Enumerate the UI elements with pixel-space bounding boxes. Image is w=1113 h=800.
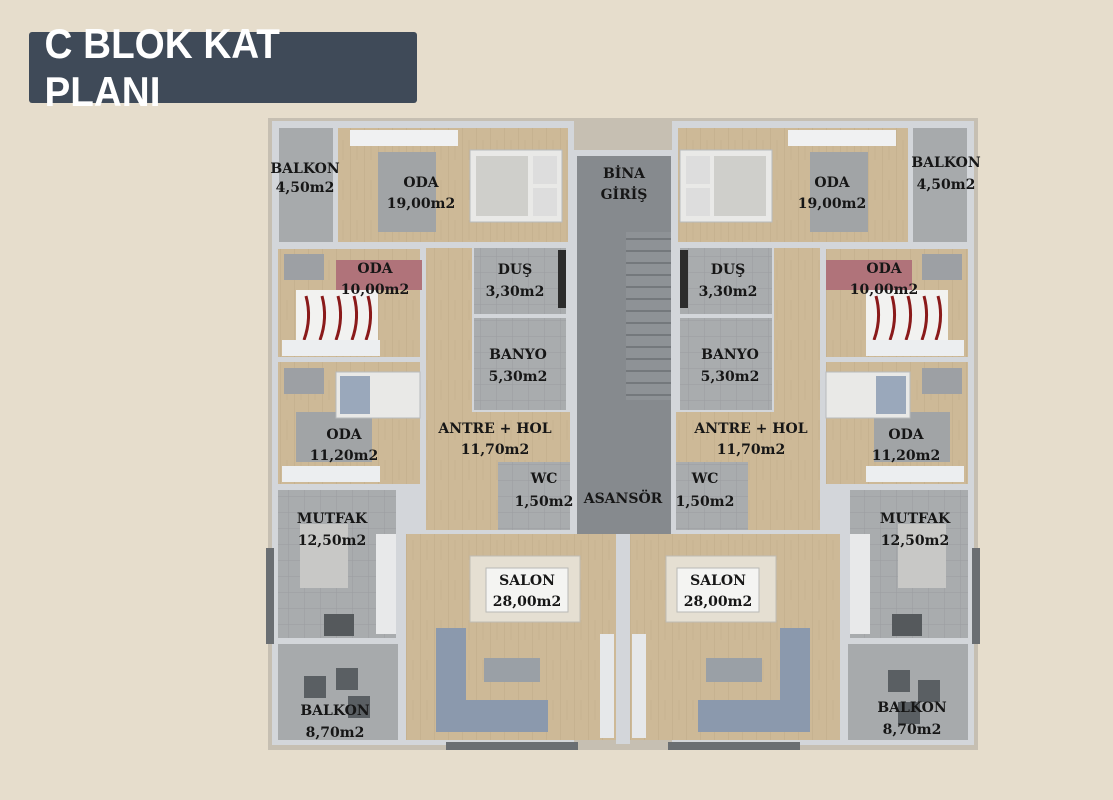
right-salon-name: SALON <box>690 573 746 589</box>
left-oda-mid-name: ODA <box>326 427 362 443</box>
right-oda-large-name: ODA <box>814 175 850 191</box>
left-antre-area: 11,70m2 <box>461 442 529 458</box>
left-oda-large-name: ODA <box>403 175 439 191</box>
right-oda-mid-name: ODA <box>888 427 924 443</box>
entrance-label-line2: GİRİŞ <box>601 184 648 203</box>
right-salon-area: 28,00m2 <box>684 594 752 610</box>
right-mutfak-name: MUTFAK <box>880 511 951 527</box>
left-mutfak-area: 12,50m2 <box>298 533 366 549</box>
entrance-label-line1: BİNA <box>603 163 646 182</box>
left-balkon-top-area: 4,50m2 <box>276 180 335 196</box>
right-balkon-top-area: 4,50m2 <box>917 177 976 193</box>
right-banyo-name: BANYO <box>701 347 759 363</box>
left-banyo-area: 5,30m2 <box>489 369 548 385</box>
left-balkon-top-name: BALKON <box>270 161 340 177</box>
left-oda-small-area: 10,00m2 <box>341 282 409 298</box>
right-unit <box>630 121 980 750</box>
right-wc-area: 1,50m2 <box>676 494 735 510</box>
right-oda-small-name: ODA <box>866 261 902 277</box>
left-salon-name: SALON <box>499 573 555 589</box>
right-wc-name: WC <box>691 471 719 487</box>
left-mutfak-name: MUTFAK <box>297 511 368 527</box>
right-antre-area: 11,70m2 <box>717 442 785 458</box>
left-unit <box>266 121 616 750</box>
left-oda-large-area: 19,00m2 <box>387 196 455 212</box>
right-oda-mid-area: 11,20m2 <box>872 448 940 464</box>
left-oda-mid-area: 11,20m2 <box>310 448 378 464</box>
right-dus-name: DUŞ <box>711 262 745 278</box>
right-antre-name: ANTRE + HOL <box>693 421 807 437</box>
left-dus-name: DUŞ <box>498 262 532 278</box>
right-dus-area: 3,30m2 <box>699 284 758 300</box>
left-balkon-bottom-area: 8,70m2 <box>306 725 365 741</box>
right-oda-large-area: 19,00m2 <box>798 196 866 212</box>
core-stairwell <box>570 150 676 554</box>
left-salon-area: 28,00m2 <box>493 594 561 610</box>
left-dus-area: 3,30m2 <box>486 284 545 300</box>
left-wc-area: 1,50m2 <box>515 494 574 510</box>
left-balkon-bottom-name: BALKON <box>300 703 370 719</box>
right-balkon-top-name: BALKON <box>911 155 981 171</box>
right-mutfak-area: 12,50m2 <box>881 533 949 549</box>
left-antre-name: ANTRE + HOL <box>437 421 551 437</box>
left-oda-small-name: ODA <box>357 261 393 277</box>
left-banyo-name: BANYO <box>489 347 547 363</box>
right-oda-small-area: 10,00m2 <box>850 282 918 298</box>
right-banyo-area: 5,30m2 <box>701 369 760 385</box>
elevator-label: ASANSÖR <box>583 488 663 507</box>
left-wc-name: WC <box>530 471 558 487</box>
right-balkon-bottom-name: BALKON <box>877 700 947 716</box>
right-balkon-bottom-area: 8,70m2 <box>883 722 942 738</box>
